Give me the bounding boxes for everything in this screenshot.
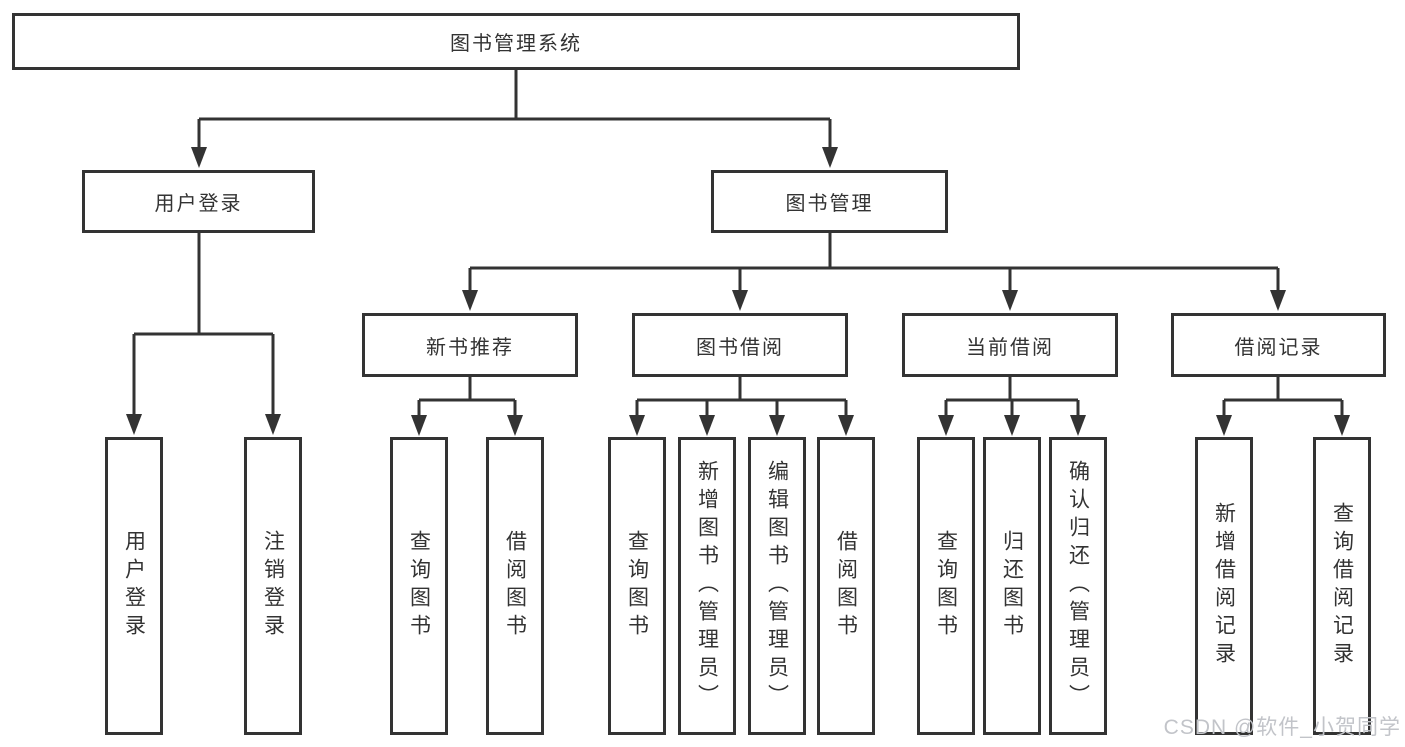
node-label: 图书管理系统 xyxy=(450,33,582,55)
node-label: 查询借阅记录 xyxy=(1330,502,1354,670)
node-label: 注销登录 xyxy=(261,530,285,642)
leaf-add-borrow-record: 新增借阅记录 xyxy=(1195,437,1253,735)
node-label: 查询图书 xyxy=(407,530,431,642)
node-current-borrowing: 当前借阅 xyxy=(902,313,1118,377)
node-book-borrowing: 图书借阅 xyxy=(632,313,848,377)
leaf-return-books: 归还图书 xyxy=(983,437,1041,735)
node-label: 图书管理 xyxy=(785,193,874,215)
node-label: 新书推荐 xyxy=(426,336,514,359)
leaf-query-books-current: 查询图书 xyxy=(917,437,975,735)
node-label: 归还图书 xyxy=(1000,530,1024,642)
leaf-add-books-admin: 新增图书（管理员） xyxy=(678,437,736,735)
node-label: 借阅记录 xyxy=(1234,336,1323,359)
node-label: 用户登录 xyxy=(122,530,146,642)
leaf-logout-login: 注销登录 xyxy=(244,437,302,735)
node-book-management: 图书管理 xyxy=(711,170,948,233)
node-label: 用户登录 xyxy=(154,193,243,215)
node-label: 新增借阅记录 xyxy=(1212,502,1236,670)
leaf-borrow-books-recommend: 借阅图书 xyxy=(486,437,544,735)
node-label: 当前借阅 xyxy=(966,336,1054,359)
node-root: 图书管理系统 xyxy=(12,13,1020,70)
node-label: 借阅图书 xyxy=(503,530,527,642)
node-label: 查询图书 xyxy=(934,530,958,642)
node-label: 新增图书（管理员） xyxy=(695,460,719,712)
node-label: 查询图书 xyxy=(625,530,649,642)
node-new-book-recommend: 新书推荐 xyxy=(362,313,578,377)
leaf-query-books-borrowing: 查询图书 xyxy=(608,437,666,735)
node-label: 借阅图书 xyxy=(834,530,858,642)
node-label: 编辑图书（管理员） xyxy=(765,460,789,712)
node-borrow-records: 借阅记录 xyxy=(1171,313,1386,377)
leaf-query-borrow-record: 查询借阅记录 xyxy=(1313,437,1371,735)
leaf-confirm-return-admin: 确认归还（管理员） xyxy=(1049,437,1107,735)
node-label: 图书借阅 xyxy=(696,336,784,359)
leaf-edit-books-admin: 编辑图书（管理员） xyxy=(748,437,806,735)
node-label: 确认归还（管理员） xyxy=(1066,460,1090,712)
leaf-query-books-recommend: 查询图书 xyxy=(390,437,448,735)
leaf-borrow-books: 借阅图书 xyxy=(817,437,875,735)
node-user-login: 用户登录 xyxy=(82,170,315,233)
leaf-user-login: 用户登录 xyxy=(105,437,163,735)
